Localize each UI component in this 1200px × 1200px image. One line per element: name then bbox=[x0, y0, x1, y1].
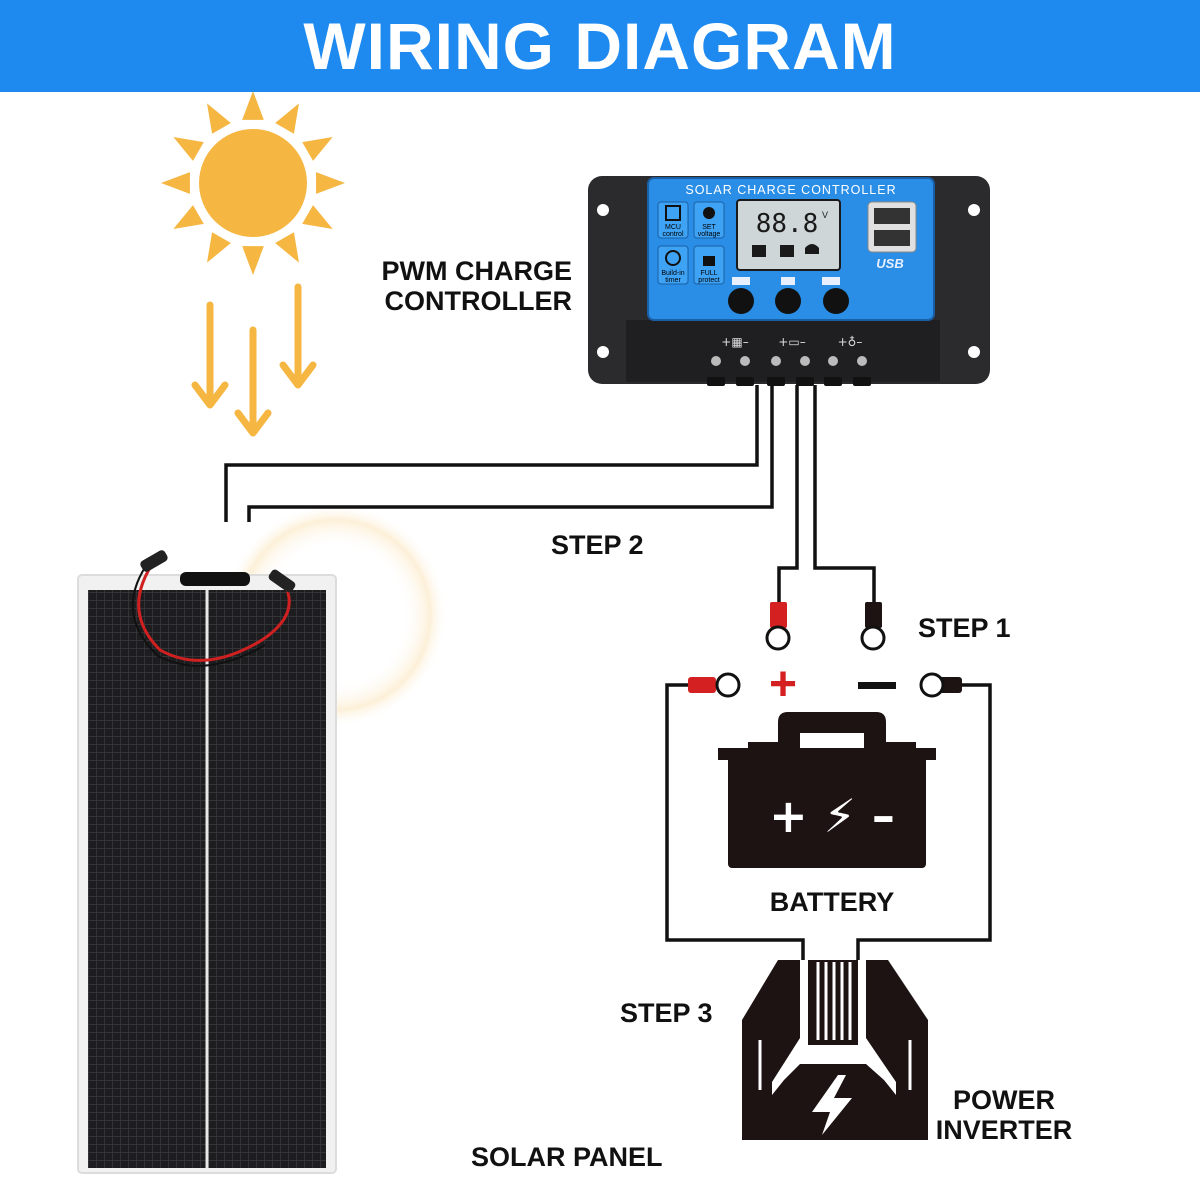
svg-text:88.8: 88.8 bbox=[756, 209, 819, 239]
terminal-screw bbox=[771, 356, 781, 366]
wires bbox=[224, 385, 992, 962]
label-solar-panel: SOLAR PANEL bbox=[471, 1142, 663, 1172]
sun-ray bbox=[207, 103, 231, 134]
sun-ray bbox=[316, 172, 345, 194]
sun-ray bbox=[302, 137, 333, 161]
svg-text:V: V bbox=[822, 210, 828, 220]
terminal-screw bbox=[828, 356, 838, 366]
svg-text:+: + bbox=[769, 658, 797, 711]
label-inverter-line1: POWER bbox=[952, 1085, 1055, 1115]
clock-icon bbox=[665, 250, 681, 266]
usb-ports: USB bbox=[867, 201, 917, 271]
svg-text:USB: USB bbox=[876, 256, 903, 271]
sun-ray bbox=[275, 232, 299, 263]
power-inverter-icon bbox=[742, 960, 928, 1140]
sun-ray bbox=[207, 232, 231, 263]
battery-terminal-icon: +▭– bbox=[778, 335, 805, 349]
terminal-port bbox=[853, 377, 871, 386]
indicator-mcu-control: MCU control bbox=[657, 201, 689, 239]
battery-positive-lead-icon bbox=[688, 672, 741, 698]
chip-icon bbox=[665, 205, 681, 221]
header-bar: WIRING DIAGRAM bbox=[0, 0, 1200, 92]
terminal-port bbox=[736, 377, 754, 386]
terminal-port bbox=[767, 377, 785, 386]
sun-icon bbox=[161, 92, 345, 275]
sunlight-arrows-icon bbox=[191, 283, 317, 437]
indicator-build-in-timer: Build-in timer bbox=[657, 245, 689, 285]
solar-panel-terminal-icon: +▦– bbox=[721, 335, 748, 349]
controller-buttons bbox=[728, 277, 849, 314]
battery-symbols: + ⚡ – bbox=[769, 789, 895, 843]
minus-sign-icon bbox=[858, 682, 896, 689]
sun-ray bbox=[302, 205, 333, 229]
label-pwm-charge-controller: PWM CHARGE CONTROLLER bbox=[340, 256, 573, 316]
wiring-diagram: + + ⚡ – bbox=[77, 92, 992, 1174]
svg-text:voltage: voltage bbox=[698, 231, 721, 238]
svg-text:MCU: MCU bbox=[665, 224, 681, 231]
page-title: WIRING DIAGRAM bbox=[303, 9, 897, 83]
svg-text:protect: protect bbox=[698, 277, 719, 284]
terminal-screw bbox=[711, 356, 721, 366]
terminal-port bbox=[796, 377, 814, 386]
label-power-inverter: POWER INVERTER bbox=[928, 1085, 1080, 1145]
sun-ray bbox=[242, 246, 264, 275]
terminal-screw bbox=[800, 356, 810, 366]
solar-panel bbox=[77, 550, 337, 1174]
load-bulb-terminal-icon: +♁– bbox=[838, 335, 863, 349]
sun-ray bbox=[173, 205, 204, 229]
svg-text:SET: SET bbox=[702, 224, 716, 231]
label-battery: BATTERY bbox=[769, 887, 895, 917]
gear-icon bbox=[703, 207, 715, 219]
svg-text:FULL: FULL bbox=[700, 270, 717, 277]
charge-controller: SOLAR CHARGE CONTROLLER MCU control SET … bbox=[588, 176, 990, 386]
battery-negative-lead-icon bbox=[919, 672, 962, 698]
plus-sign-icon: + bbox=[769, 658, 797, 711]
label-pwm-line1: PWM CHARGE bbox=[381, 256, 573, 286]
sun-ray bbox=[275, 103, 299, 134]
svg-text:SOLAR CHARGE CONTROLLER: SOLAR CHARGE CONTROLLER bbox=[685, 183, 896, 197]
negative-ring-terminal-icon bbox=[860, 602, 886, 651]
terminal-port bbox=[707, 377, 725, 386]
positive-ring-terminal-icon bbox=[765, 602, 791, 651]
terminal-port bbox=[824, 377, 842, 386]
label-pwm-line2: CONTROLLER bbox=[384, 286, 572, 316]
sun-ray bbox=[173, 137, 204, 161]
terminal-block: +▦– +▭– +♁– bbox=[707, 335, 871, 386]
label-step-2: STEP 2 bbox=[551, 530, 644, 560]
lcd-display: 88.8 V bbox=[736, 199, 841, 271]
terminal-screw bbox=[857, 356, 867, 366]
sun-ray bbox=[161, 172, 190, 194]
indicator-set-voltage: SET voltage bbox=[693, 201, 725, 239]
label-inverter-line2: INVERTER bbox=[935, 1115, 1073, 1145]
label-step-3: STEP 3 bbox=[620, 998, 713, 1028]
svg-text:control: control bbox=[662, 231, 683, 238]
terminal-screw bbox=[740, 356, 750, 366]
svg-text:Build-in: Build-in bbox=[661, 270, 684, 277]
sun-ray bbox=[242, 92, 264, 120]
svg-text:timer: timer bbox=[665, 277, 681, 284]
lock-icon bbox=[703, 256, 715, 266]
label-step-1: STEP 1 bbox=[918, 613, 1011, 643]
indicator-full-protect: FULL protect bbox=[693, 245, 725, 285]
battery-icon bbox=[718, 712, 936, 868]
